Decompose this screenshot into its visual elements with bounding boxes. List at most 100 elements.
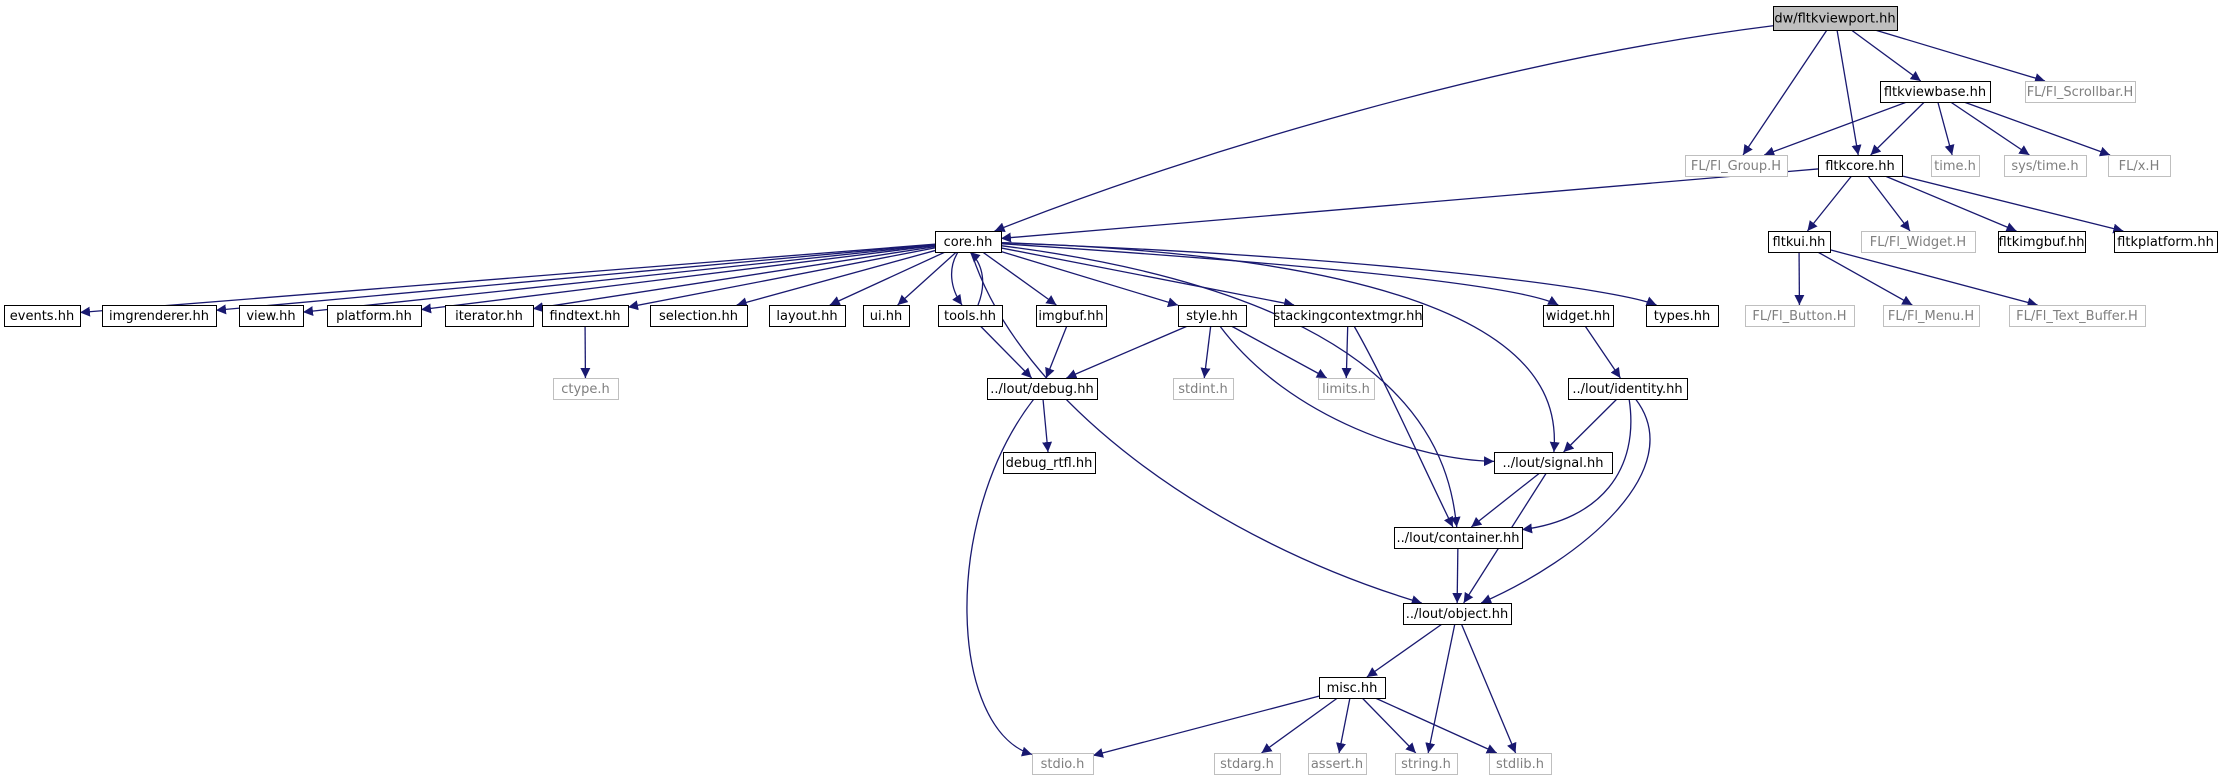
include-edge xyxy=(994,25,1774,232)
external-header-node: FL/Fl_Group.H xyxy=(1685,155,1788,177)
header-file-node[interactable]: ui.hh xyxy=(863,305,910,327)
node-label: ui.hh xyxy=(870,309,902,324)
include-edge xyxy=(951,251,963,306)
node-box xyxy=(769,305,846,327)
external-header-node: assert.h xyxy=(1308,753,1367,775)
external-header-node: time.h xyxy=(1931,155,1980,177)
node-box xyxy=(1214,753,1281,775)
node-label: imgrenderer.hh xyxy=(109,309,209,324)
node-box xyxy=(1685,155,1788,177)
header-file-node[interactable]: core.hh xyxy=(935,231,1002,253)
node-box xyxy=(1998,231,2086,253)
node-label: FL/Fl_Scrollbar.H xyxy=(2027,85,2134,100)
node-label: widget.hh xyxy=(1546,309,1610,324)
include-edge xyxy=(1045,325,1068,379)
header-file-node[interactable]: stackingcontextmgr.hh xyxy=(1273,305,1423,327)
header-file-node[interactable]: tools.hh xyxy=(938,305,1003,327)
root-file-node[interactable]: dw/fltkviewport.hh xyxy=(1773,6,1898,31)
include-edge xyxy=(1584,325,1621,379)
node-box xyxy=(1274,305,1423,327)
node-box xyxy=(2009,305,2146,327)
include-edge xyxy=(1950,101,2030,156)
node-box xyxy=(1319,677,1386,699)
header-file-node[interactable]: ../lout/debug.hh xyxy=(987,378,1098,400)
include-edge xyxy=(736,249,936,308)
node-box xyxy=(102,305,217,327)
include-edge xyxy=(897,251,957,306)
header-file-node[interactable]: fltkviewbase.hh xyxy=(1880,81,1991,103)
external-header-node: string.h xyxy=(1395,753,1458,775)
node-box xyxy=(1394,527,1523,549)
header-file-node[interactable]: selection.hh xyxy=(650,305,748,327)
node-label: imgbuf.hh xyxy=(1038,309,1103,324)
header-file-node[interactable]: platform.hh xyxy=(327,305,422,327)
node-box xyxy=(239,305,304,327)
node-label: stdio.h xyxy=(1041,757,1085,772)
header-file-node[interactable]: imgrenderer.hh xyxy=(102,305,217,327)
node-label: limits.h xyxy=(1322,382,1370,397)
include-edge xyxy=(1000,245,1461,528)
external-header-node: FL/x.H xyxy=(2108,155,2171,177)
node-box xyxy=(1773,6,1898,31)
node-label: iterator.hh xyxy=(455,309,523,324)
header-file-node[interactable]: view.hh xyxy=(239,305,304,327)
node-box xyxy=(2025,81,2136,103)
node-box xyxy=(1178,305,1247,327)
header-file-node[interactable]: ../lout/container.hh xyxy=(1394,527,1523,549)
include-edge xyxy=(829,251,946,306)
include-edge xyxy=(1374,697,1498,754)
node-box xyxy=(1403,603,1512,625)
header-file-node[interactable]: ../lout/object.hh xyxy=(1403,603,1512,625)
node-label: FL/Fl_Group.H xyxy=(1691,159,1781,174)
header-file-node[interactable]: debug_rtfl.hh xyxy=(1003,452,1096,474)
node-label: fltkimgbuf.hh xyxy=(1998,235,2084,250)
external-header-node: stdarg.h xyxy=(1214,753,1281,775)
include-edge xyxy=(1563,398,1618,453)
include-edge xyxy=(1000,168,1819,243)
include-edge xyxy=(969,251,984,306)
node-label: view.hh xyxy=(246,309,295,324)
header-file-node[interactable]: types.hh xyxy=(1646,305,1719,327)
external-header-node: ctype.h xyxy=(553,378,619,400)
node-box xyxy=(1861,231,1976,253)
node-box xyxy=(1818,155,1903,177)
node-label: fltkplatform.hh xyxy=(2117,235,2214,250)
node-label: ../lout/container.hh xyxy=(1397,531,1520,546)
include-edge xyxy=(1963,101,2111,157)
include-edge xyxy=(1042,398,1053,453)
header-file-node[interactable]: imgbuf.hh xyxy=(1036,305,1107,327)
node-label: debug_rtfl.hh xyxy=(1006,456,1093,471)
header-file-node[interactable]: fltkui.hh xyxy=(1768,231,1831,253)
include-edge xyxy=(1874,29,2046,83)
include-edge xyxy=(1200,325,1212,379)
header-file-node[interactable]: findtext.hh xyxy=(542,305,629,327)
node-label: stdarg.h xyxy=(1220,757,1274,772)
external-header-node: FL/Fl_Button.H xyxy=(1745,305,1855,327)
include-edge xyxy=(1836,29,1862,156)
include-edge xyxy=(1000,250,1179,308)
header-file-node[interactable]: fltkplatform.hh xyxy=(2114,231,2218,253)
node-box xyxy=(1318,378,1375,400)
include-edge xyxy=(215,243,936,315)
node-box xyxy=(1745,305,1855,327)
header-file-node[interactable]: ../lout/identity.hh xyxy=(1568,378,1688,400)
node-label: FL/Fl_Button.H xyxy=(1752,309,1846,324)
header-file-node[interactable]: misc.hh xyxy=(1319,677,1386,699)
node-label: ctype.h xyxy=(561,382,610,397)
include-edge xyxy=(532,245,936,313)
include-edge xyxy=(966,398,1035,757)
header-file-node[interactable]: fltkimgbuf.hh xyxy=(1998,231,2086,253)
header-file-node[interactable]: style.hh xyxy=(1178,305,1247,327)
include-edge xyxy=(627,247,936,311)
header-file-node[interactable]: iterator.hh xyxy=(445,305,534,327)
header-file-node[interactable]: events.hh xyxy=(4,305,81,327)
header-file-node[interactable]: ../lout/signal.hh xyxy=(1494,452,1613,474)
header-file-node[interactable]: fltkcore.hh xyxy=(1818,155,1903,177)
node-box xyxy=(4,305,81,327)
include-edge xyxy=(1460,623,1517,754)
node-label: findtext.hh xyxy=(550,309,621,324)
include-edge xyxy=(1806,175,1853,232)
header-file-node[interactable]: widget.hh xyxy=(1543,305,1614,327)
node-label: ../lout/debug.hh xyxy=(990,382,1094,397)
header-file-node[interactable]: layout.hh xyxy=(769,305,846,327)
